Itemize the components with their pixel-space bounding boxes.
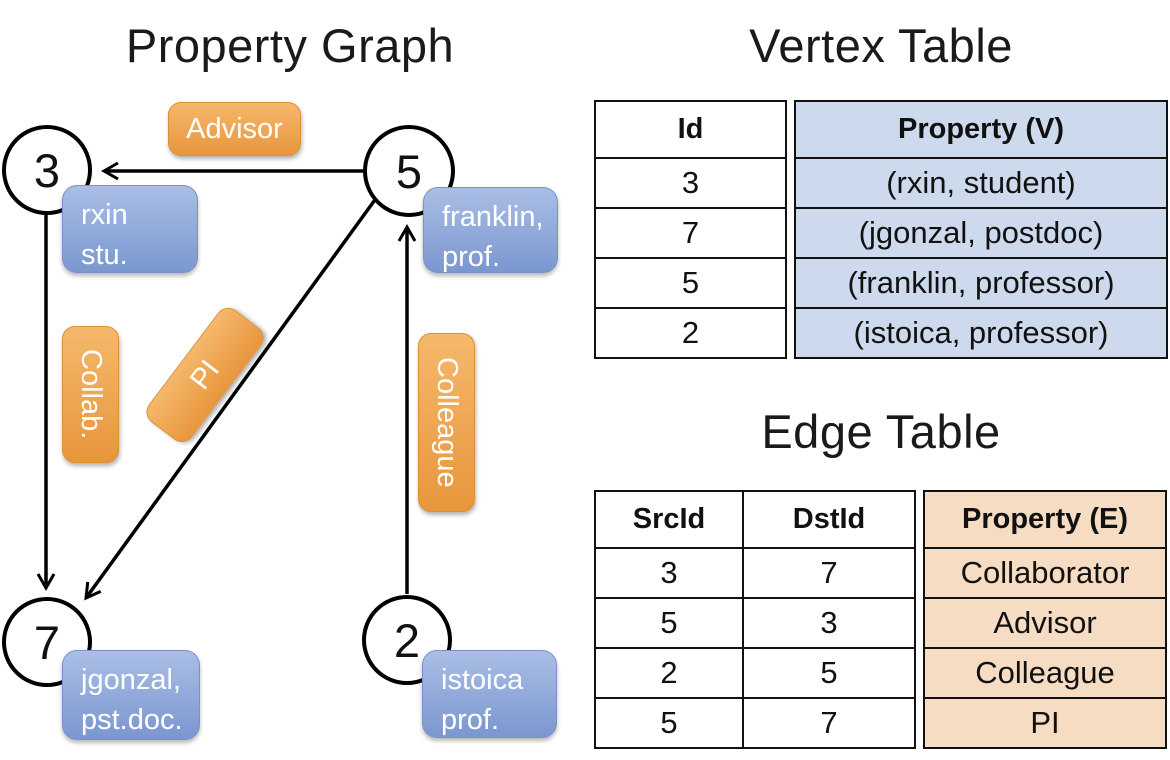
node-7-id: 7 [33,615,61,669]
edge-label-advisor-text: Advisor [186,112,283,145]
edge-label-collab-text: Collab. [75,349,107,440]
vertex-label-2: istoica prof. [422,650,557,738]
edge-table-title: Edge Table [761,405,1001,458]
edge-5-to-7-pi [84,195,379,601]
vertex-label-3-line2: stu. [81,239,128,272]
vertex-label-5: franklin, prof. [423,187,558,273]
table-cell: Collaborator [925,547,1165,597]
graph-edges-canvas [36,161,417,601]
edge-table-src-header: SrcId [596,492,744,547]
vertex-label-5-line2: prof. [442,241,501,274]
edge-label-collab: Collab. [62,326,119,463]
vertex-label-2-line2: prof. [441,704,500,737]
vertex-label-7-line2: pst.doc. [81,704,183,737]
edge-table-property-column: Property (E) Collaborator Advisor Collea… [923,490,1167,749]
vertex-label-7: jgonzal, pst.doc. [62,650,200,740]
property-graph-title: Property Graph [125,19,455,72]
edge-label-advisor: Advisor [168,102,301,156]
table-cell: 3 [744,597,914,647]
table-cell: 5 [596,697,744,747]
vertex-label-5-line1: franklin, [442,201,544,233]
table-cell: 3 [596,157,785,207]
edge-table-property-header: Property (E) [925,492,1165,547]
table-cell: 2 [596,647,744,697]
vertex-label-3-line1: rxin [81,199,128,231]
table-cell: (jgonzal, postdoc) [796,207,1166,257]
node-2: 2 [362,595,452,685]
vertex-table-id-header: Id [677,113,704,145]
table-cell: 7 [744,547,914,597]
vertex-table-property-header: Property (V) [796,102,1166,157]
table-cell: Advisor [925,597,1165,647]
edge-table: SrcId DstId 3 7 5 3 2 5 5 7 Property (E)… [594,490,1167,749]
vertex-table-title: Vertex Table [749,19,1013,72]
vertex-label-2-line1: istoica [441,664,524,696]
vertex-label-3: rxin stu. [62,185,198,273]
table-cell: 3 [596,547,744,597]
edge-table-id-columns: SrcId DstId 3 7 5 3 2 5 5 7 [594,490,916,749]
edge-label-colleague-text: Colleague [431,357,463,488]
node-2-id: 2 [393,613,421,667]
table-cell: Colleague [925,647,1165,697]
edge-label-pi-text: PI [183,354,226,396]
node-5: 5 [363,125,455,217]
node-3-id: 3 [33,143,61,197]
table-cell: 5 [596,257,785,307]
table-cell: (istoica, professor) [796,307,1166,357]
edge-table-dst-header: DstId [792,503,866,535]
vertex-table-property-column: Property (V) (rxin, student) (jgonzal, p… [794,100,1168,359]
table-cell: 7 [596,207,785,257]
vertex-label-7-line1: jgonzal, [81,664,181,696]
table-cell: 5 [744,647,914,697]
table-cell: 5 [596,597,744,647]
table-cell: 7 [744,697,914,747]
table-cell: PI [925,697,1165,747]
node-5-id: 5 [395,144,423,198]
table-cell: 2 [596,307,785,357]
table-cell: (rxin, student) [796,157,1166,207]
edge-label-colleague: Colleague [418,333,475,512]
vertex-table-id-column: Id 3 7 5 2 [594,100,787,359]
table-cell: (franklin, professor) [796,257,1166,307]
vertex-table: Id 3 7 5 2 Property (V) (rxin, student) … [594,100,1168,359]
